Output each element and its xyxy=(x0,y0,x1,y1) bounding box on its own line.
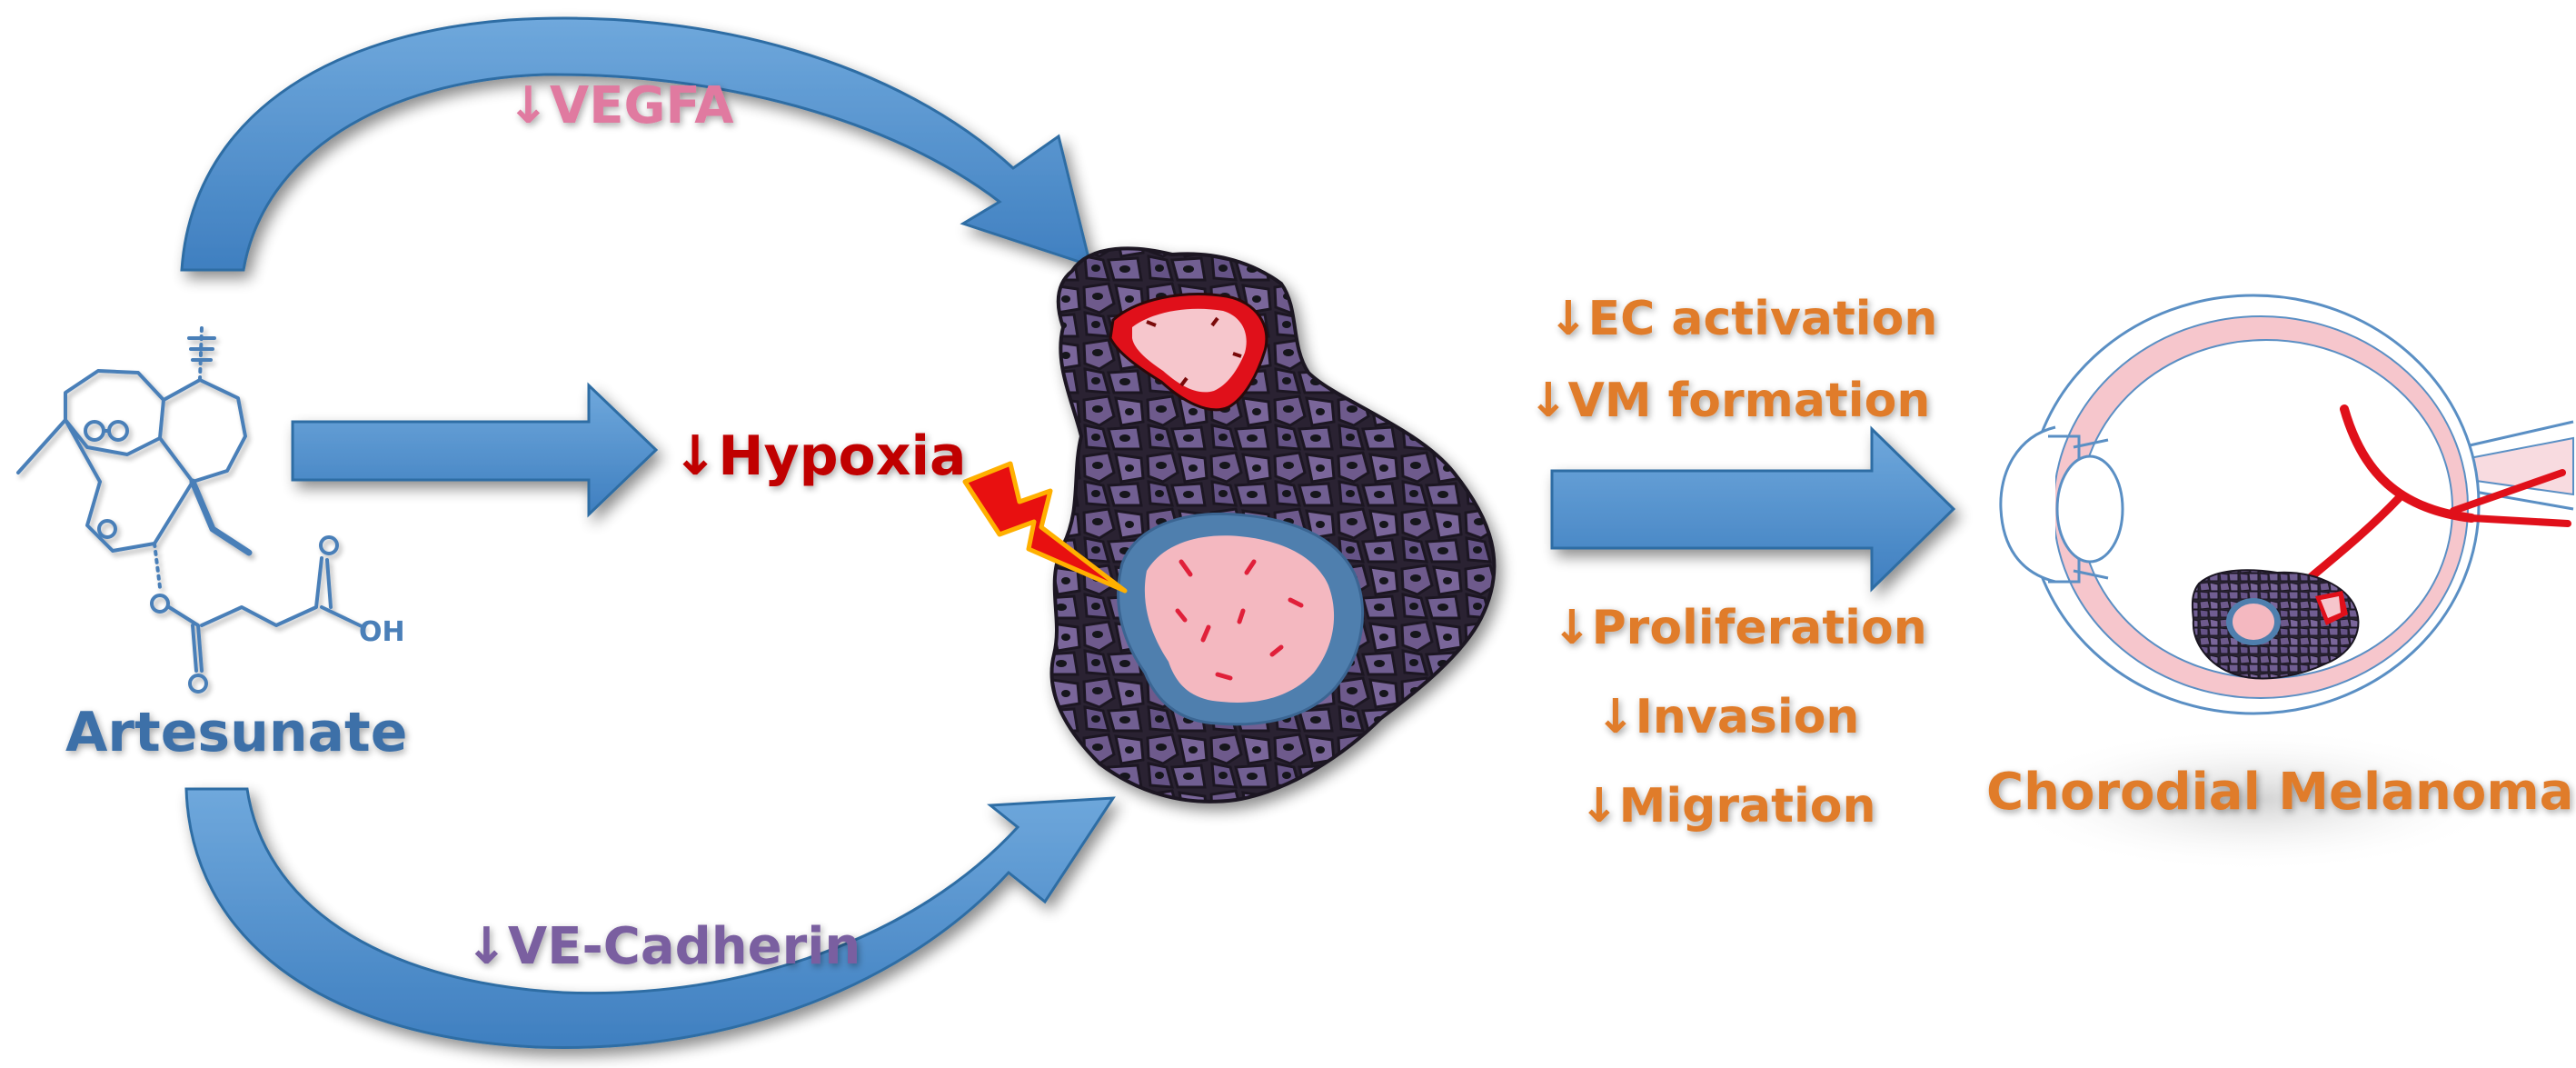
hypoxia-label: ↓Hypoxia xyxy=(672,424,967,488)
ve-cadherin-label: ↓VE-Cadherin xyxy=(465,917,860,976)
lightning-bolt-icon xyxy=(962,461,1128,594)
right-arrow xyxy=(1550,425,1956,593)
artesunate-label: Artesunate xyxy=(65,701,407,764)
vegfa-label: ↓VEGFA xyxy=(507,76,734,135)
tumor-vessel xyxy=(1109,293,1268,412)
invasion-label: ↓Invasion xyxy=(1596,690,1859,744)
artesunate-structure xyxy=(16,325,365,694)
proliferation-label: ↓Proliferation xyxy=(1552,601,1927,655)
vm-formation-label: ↓VM formation xyxy=(1528,374,1930,428)
eye-illustration xyxy=(1999,294,2574,873)
middle-arrow xyxy=(291,382,659,518)
ec-activation-label: ↓EC activation xyxy=(1548,292,1937,346)
top-curved-arrow xyxy=(180,16,1093,272)
bottom-curved-arrow xyxy=(184,787,1116,1050)
migration-label: ↓Migration xyxy=(1579,779,1876,833)
hydroxyl-label: OH xyxy=(359,616,405,648)
chorodial-melanoma-label: Chorodial Melanoma xyxy=(1986,763,2573,822)
hypoxic-core xyxy=(1117,512,1364,726)
